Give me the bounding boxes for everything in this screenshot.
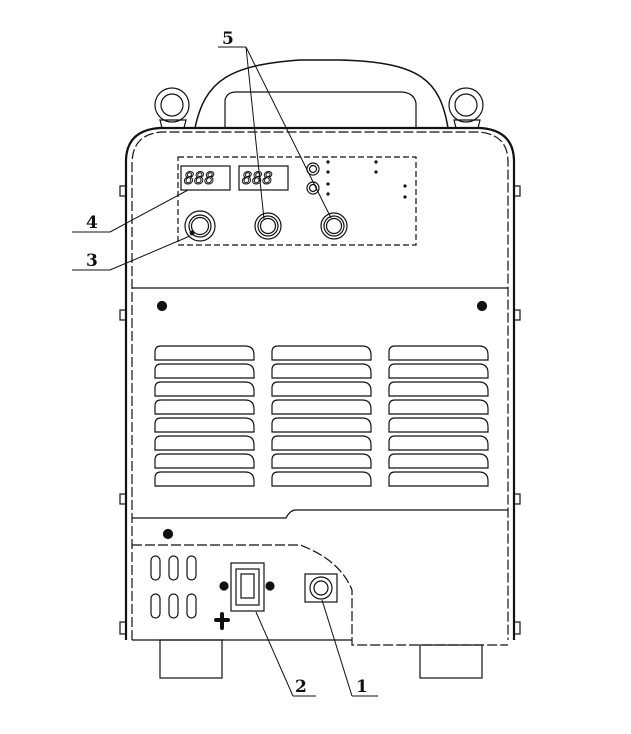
callout-leaders xyxy=(72,46,378,697)
lifting-eye-right xyxy=(448,87,484,129)
indicator-lamp xyxy=(306,181,320,195)
foot-left xyxy=(159,639,223,679)
output-terminal xyxy=(219,562,275,612)
lifting-eye-left xyxy=(154,87,190,129)
vent-louvers xyxy=(154,345,489,487)
callout-4: 4 xyxy=(86,213,98,233)
knob-main[interactable] xyxy=(184,210,216,242)
callout-5: 5 xyxy=(222,29,234,49)
left-display-frame xyxy=(180,165,231,191)
callout-1: 1 xyxy=(356,677,368,697)
knob-middle[interactable] xyxy=(254,212,282,240)
screw xyxy=(156,300,488,540)
side-vent-slots xyxy=(150,555,197,619)
callout-3: 3 xyxy=(86,251,98,271)
housing xyxy=(119,126,521,640)
callout-2: 2 xyxy=(295,677,307,697)
carry-handle xyxy=(194,59,449,129)
positive-symbol xyxy=(214,612,230,630)
knob-right[interactable] xyxy=(320,212,348,240)
lower-panel xyxy=(132,509,508,679)
control-panel: 888 888 xyxy=(177,156,417,246)
foot-right xyxy=(419,644,483,679)
right-display: 888 xyxy=(242,169,273,189)
right-display-frame xyxy=(238,165,289,191)
left-display: 888 xyxy=(184,169,215,189)
control-connector xyxy=(304,573,338,603)
